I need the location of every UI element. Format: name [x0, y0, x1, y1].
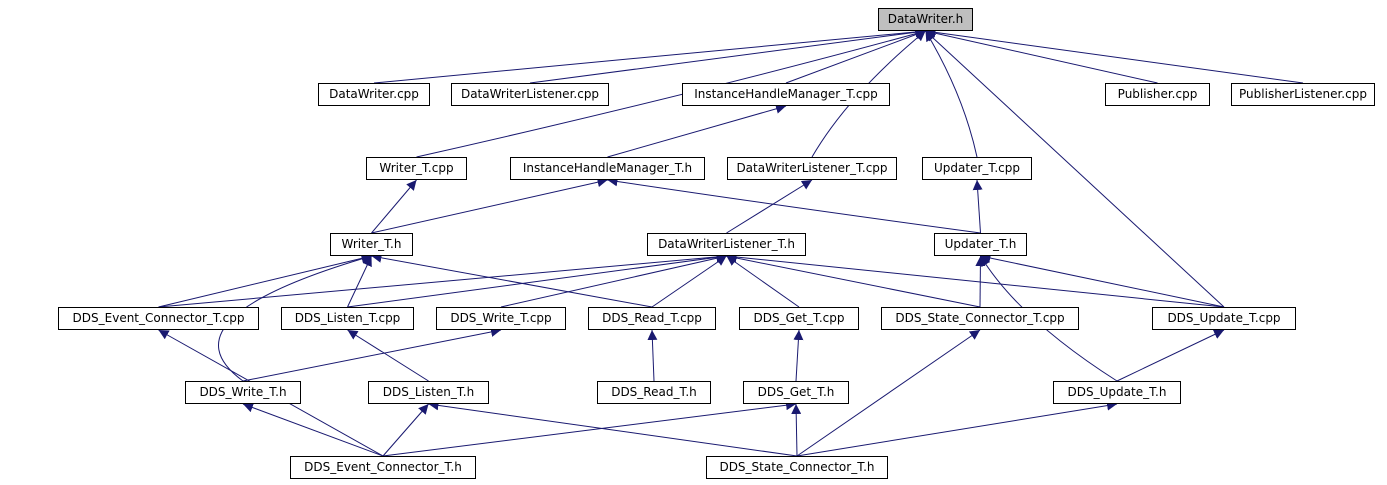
edge-datawriterlistener-cpp-to-datawriter-h: [529, 27, 926, 84]
edge-dds-update-t-h-to-dds-update-t-cpp: [1116, 329, 1225, 382]
node-writer-t-cpp[interactable]: Writer_T.cpp: [366, 157, 467, 180]
edge-dds-state-connector-t-h-to-dds-listen-t-h: [428, 400, 798, 457]
node-dds-listen-t-cpp[interactable]: DDS_Listen_T.cpp: [281, 307, 414, 330]
node-dds-get-t-h[interactable]: DDS_Get_T.h: [743, 381, 849, 404]
node-writer-t-h[interactable]: Writer_T.h: [330, 233, 413, 256]
edge-updater-t-h-to-updater-t-cpp: [972, 179, 983, 234]
edge-dds-update-t-cpp-to-updater-t-h: [980, 253, 1225, 308]
edge-dds-listen-t-cpp-to-writer-t-h: [347, 255, 372, 308]
edge-writer-t-h-to-writer-t-cpp: [371, 179, 417, 234]
node-dds-event-connector-t-cpp[interactable]: DDS_Event_Connector_T.cpp: [58, 307, 259, 330]
edge-dds-event-connector-t-h-to-dds-listen-t-h: [382, 403, 429, 457]
edge-dds-event-connector-t-h-to-dds-get-t-h: [382, 400, 797, 457]
node-datawriter-h: DataWriter.h: [878, 8, 973, 31]
node-publisherlistener-cpp[interactable]: PublisherListener.cpp: [1231, 83, 1375, 106]
edge-dds-write-t-h-to-dds-write-t-cpp: [242, 327, 502, 382]
node-updater-t-h[interactable]: Updater_T.h: [934, 233, 1027, 256]
node-instancehandlemanager-t-cpp[interactable]: InstanceHandleManager_T.cpp: [682, 83, 890, 106]
node-dds-read-t-cpp[interactable]: DDS_Read_T.cpp: [588, 307, 716, 330]
edge-dds-event-connector-t-h-to-dds-write-t-h: [242, 402, 384, 457]
edge-dds-listen-t-cpp-to-datawriterlistener-t-h: [347, 252, 727, 308]
node-dds-update-t-h[interactable]: DDS_Update_T.h: [1053, 381, 1181, 404]
node-dds-read-t-h[interactable]: DDS_Read_T.h: [597, 381, 711, 404]
node-dds-listen-t-h[interactable]: DDS_Listen_T.h: [368, 381, 489, 404]
node-dds-state-connector-t-cpp[interactable]: DDS_State_Connector_T.cpp: [881, 307, 1079, 330]
node-publisher-cpp[interactable]: Publisher.cpp: [1105, 83, 1210, 106]
edge-dds-get-t-h-to-dds-get-t-cpp: [793, 329, 804, 382]
edge-writer-t-h-to-instancehandlemanager-t-h: [371, 177, 608, 234]
node-dds-state-connector-t-h[interactable]: DDS_State_Connector_T.h: [706, 456, 888, 479]
edge-dds-read-t-cpp-to-datawriterlistener-t-h: [651, 255, 727, 308]
edge-dds-state-connector-t-cpp-to-datawriterlistener-t-h: [726, 253, 981, 308]
edge-dds-update-t-cpp-to-datawriterlistener-t-h: [726, 252, 1225, 308]
edge-updater-t-h-to-instancehandlemanager-t-h: [607, 176, 981, 234]
node-dds-get-t-cpp[interactable]: DDS_Get_T.cpp: [739, 307, 859, 330]
node-dds-write-t-cpp[interactable]: DDS_Write_T.cpp: [436, 307, 566, 330]
node-datawriterlistener-t-cpp[interactable]: DataWriterListener_T.cpp: [727, 157, 897, 180]
node-dds-write-t-h[interactable]: DDS_Write_T.h: [185, 381, 301, 404]
edge-dds-read-t-h-to-dds-read-t-cpp: [647, 329, 658, 382]
node-updater-t-cpp[interactable]: Updater_T.cpp: [922, 157, 1032, 180]
node-datawriterlistener-t-h[interactable]: DataWriterListener_T.h: [647, 233, 806, 256]
edge-instancehandlemanager-t-h-to-instancehandlemanager-t-cpp: [607, 103, 787, 158]
edge-dds-write-t-cpp-to-datawriterlistener-t-h: [500, 253, 727, 308]
edge-dds-read-t-cpp-to-writer-t-h: [371, 252, 653, 308]
edge-publisherlistener-cpp-to-datawriter-h: [925, 27, 1304, 84]
edge-dds-event-connector-t-cpp-to-writer-t-h: [158, 253, 372, 308]
node-datawriter-cpp[interactable]: DataWriter.cpp: [318, 83, 430, 106]
edge-dds-update-t-cpp-to-datawriter-h: [925, 30, 1225, 308]
node-dds-update-t-cpp[interactable]: DDS_Update_T.cpp: [1152, 307, 1296, 330]
node-datawriterlistener-cpp[interactable]: DataWriterListener.cpp: [451, 83, 609, 106]
edge-dds-state-connector-t-cpp-to-updater-t-h: [975, 255, 986, 308]
edge-datawriter-cpp-to-datawriter-h: [373, 26, 926, 84]
edge-dds-state-connector-t-h-to-dds-get-t-h: [791, 403, 802, 457]
edge-dds-event-connector-t-cpp-to-datawriterlistener-t-h: [158, 251, 727, 308]
edge-dds-state-connector-t-h-to-dds-update-t-h: [796, 400, 1118, 457]
edge-datawriterlistener-t-h-to-datawriterlistener-t-cpp: [726, 179, 813, 234]
node-dds-event-connector-t-h[interactable]: DDS_Event_Connector_T.h: [290, 456, 476, 479]
edge-dds-listen-t-h-to-dds-listen-t-cpp: [347, 329, 429, 382]
edge-publisher-cpp-to-datawriter-h: [925, 28, 1158, 84]
edge-instancehandlemanager-t-cpp-to-datawriter-h: [785, 29, 926, 84]
node-instancehandlemanager-t-h[interactable]: InstanceHandleManager_T.h: [510, 157, 705, 180]
edge-updater-t-cpp-to-datawriter-h: [925, 30, 978, 158]
edge-dds-state-connector-t-h-to-dds-state-connector-t-cpp: [796, 329, 981, 457]
edge-dds-get-t-cpp-to-datawriterlistener-t-h: [726, 255, 800, 308]
